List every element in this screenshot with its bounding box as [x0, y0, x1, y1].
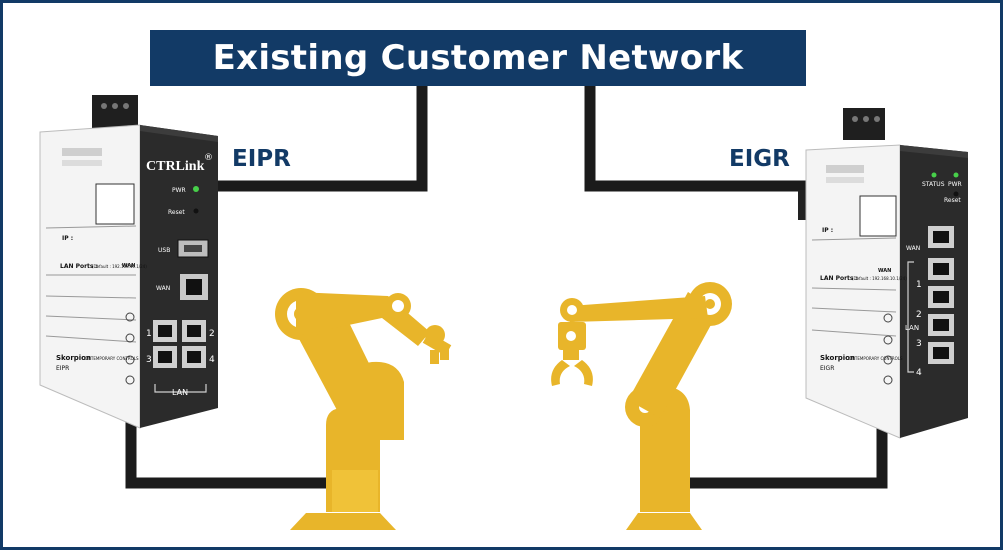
eipr-port-2: 2 [209, 329, 215, 339]
banner-title: Existing Customer Network [212, 38, 744, 78]
eipr-lan-ports-default: (Default : 192.168.10.1/24) [92, 264, 147, 269]
eigr-wan-tag: WAN [878, 268, 891, 274]
eigr-port-1: 1 [916, 280, 922, 290]
eipr-labels: CTRLink ® PWR Reset USB WAN 1 2 3 4 LAN … [56, 153, 215, 397]
eigr-status-label: STATUS [922, 181, 945, 188]
eipr-device-label: EIPR [232, 146, 291, 172]
eipr-side-label-panel [39, 124, 141, 429]
cable-left-robot [125, 408, 350, 489]
eipr-model-line2: EIPR [56, 365, 69, 372]
eipr-router [39, 95, 218, 429]
eigr-port-4: 4 [916, 368, 922, 378]
eigr-pwr-label: PWR [948, 181, 962, 188]
eigr-port-2: 2 [916, 310, 922, 320]
eigr-model-line2: EIGR [820, 365, 834, 372]
eigr-lan-ports-default: (Default : 192.168.10.1/24) [852, 276, 907, 281]
eipr-lan-ports-label: LAN Ports : [60, 263, 98, 270]
eigr-side-label-panel [805, 144, 901, 439]
eipr-ip-label: IP : [62, 235, 73, 242]
eigr-lan-ports-label: LAN Ports : [820, 275, 858, 282]
eigr-model-line1: Skorpion [820, 354, 855, 362]
terminal-block [843, 108, 885, 140]
eipr-port-1: 1 [146, 329, 152, 339]
eipr-wan-label: WAN [156, 285, 170, 292]
eipr-port-4: 4 [209, 355, 215, 365]
robot-left-base [290, 513, 396, 530]
eigr-lan-label: LAN [905, 324, 919, 332]
robot-right-base [626, 513, 702, 530]
cable-right-uplink [584, 84, 812, 192]
eipr-maker: CONTEMPORARY CONTROLS [82, 356, 139, 361]
eipr-brand: CTRLink [146, 159, 205, 174]
eigr-reset-label: Reset [944, 197, 961, 204]
eipr-model-line1: Skorpion [56, 354, 91, 362]
eipr-wan-tag: WAN [122, 263, 135, 269]
robot-arm-right [551, 282, 732, 530]
eipr-pwr-label: PWR [172, 187, 186, 194]
network-cables [125, 84, 888, 489]
eigr-port-3: 3 [916, 339, 922, 349]
cable-left-uplink [212, 84, 428, 192]
eigr-wan-label: WAN [906, 245, 920, 252]
eipr-registered-mark: ® [204, 153, 213, 163]
eigr-labels: STATUS PWR Reset WAN 1 2 3 4 LAN IP : LA… [820, 181, 962, 378]
eigr-maker: CONTEMPORARY CONTROLS [846, 356, 903, 361]
robot-arm-left [275, 288, 452, 530]
eigr-device-label: EIGR [729, 146, 790, 172]
eipr-reset-label: Reset [168, 209, 185, 216]
eipr-lan-label: LAN [172, 388, 188, 397]
existing-network-banner: Existing Customer Network [150, 30, 806, 86]
eipr-port-3: 3 [146, 355, 152, 365]
eigr-router [798, 108, 968, 439]
eipr-usb-label: USB [158, 247, 170, 254]
eigr-ip-label: IP : [822, 227, 833, 234]
cable-right-robot [640, 408, 888, 489]
